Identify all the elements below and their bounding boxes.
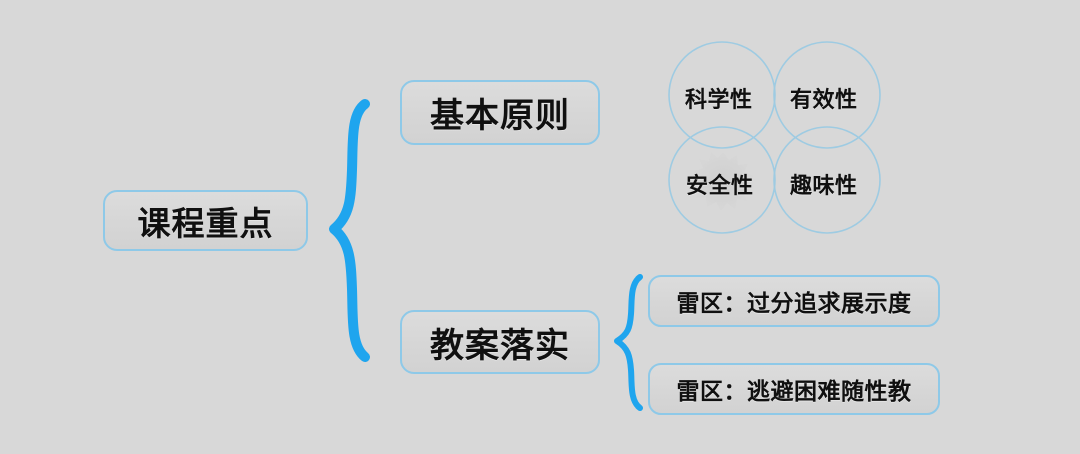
venn-label-safety: 安全性 [686,173,754,198]
venn-circle-1 [773,41,881,149]
node-root-label: 课程重点 [137,204,274,242]
node-basic-principles-label: 基本原则 [430,97,570,135]
safety-highlight-burst [692,152,754,211]
node-root[interactable]: 课程重点 [103,190,308,251]
node-lesson-plan-implementation-label: 教案落实 [430,326,570,365]
venn-label-effective: 有效性 [790,87,858,112]
node-red-zone-1-label: 雷区：过分追求展示度 [676,290,912,316]
venn-label-interesting: 趣味性 [790,173,858,198]
venn-circle-2 [668,126,776,234]
node-basic-principles[interactable]: 基本原则 [400,80,600,145]
venn-circle-3 [773,126,881,234]
venn-label-scientific: 科学性 [685,87,753,112]
node-red-zone-2-label: 雷区：逃避困难随性教 [676,378,912,404]
venn-circles [668,41,881,234]
principles-venn-group: 科学性 有效性 安全性 趣味性 [655,25,905,245]
node-red-zone-1[interactable]: 雷区：过分追求展示度 [648,275,940,327]
node-lesson-plan-implementation[interactable]: 教案落实 [400,310,600,374]
venn-circle-0 [668,41,776,149]
main-brace-connector [329,99,370,362]
node-red-zone-2[interactable]: 雷区：逃避困难随性教 [648,363,940,415]
